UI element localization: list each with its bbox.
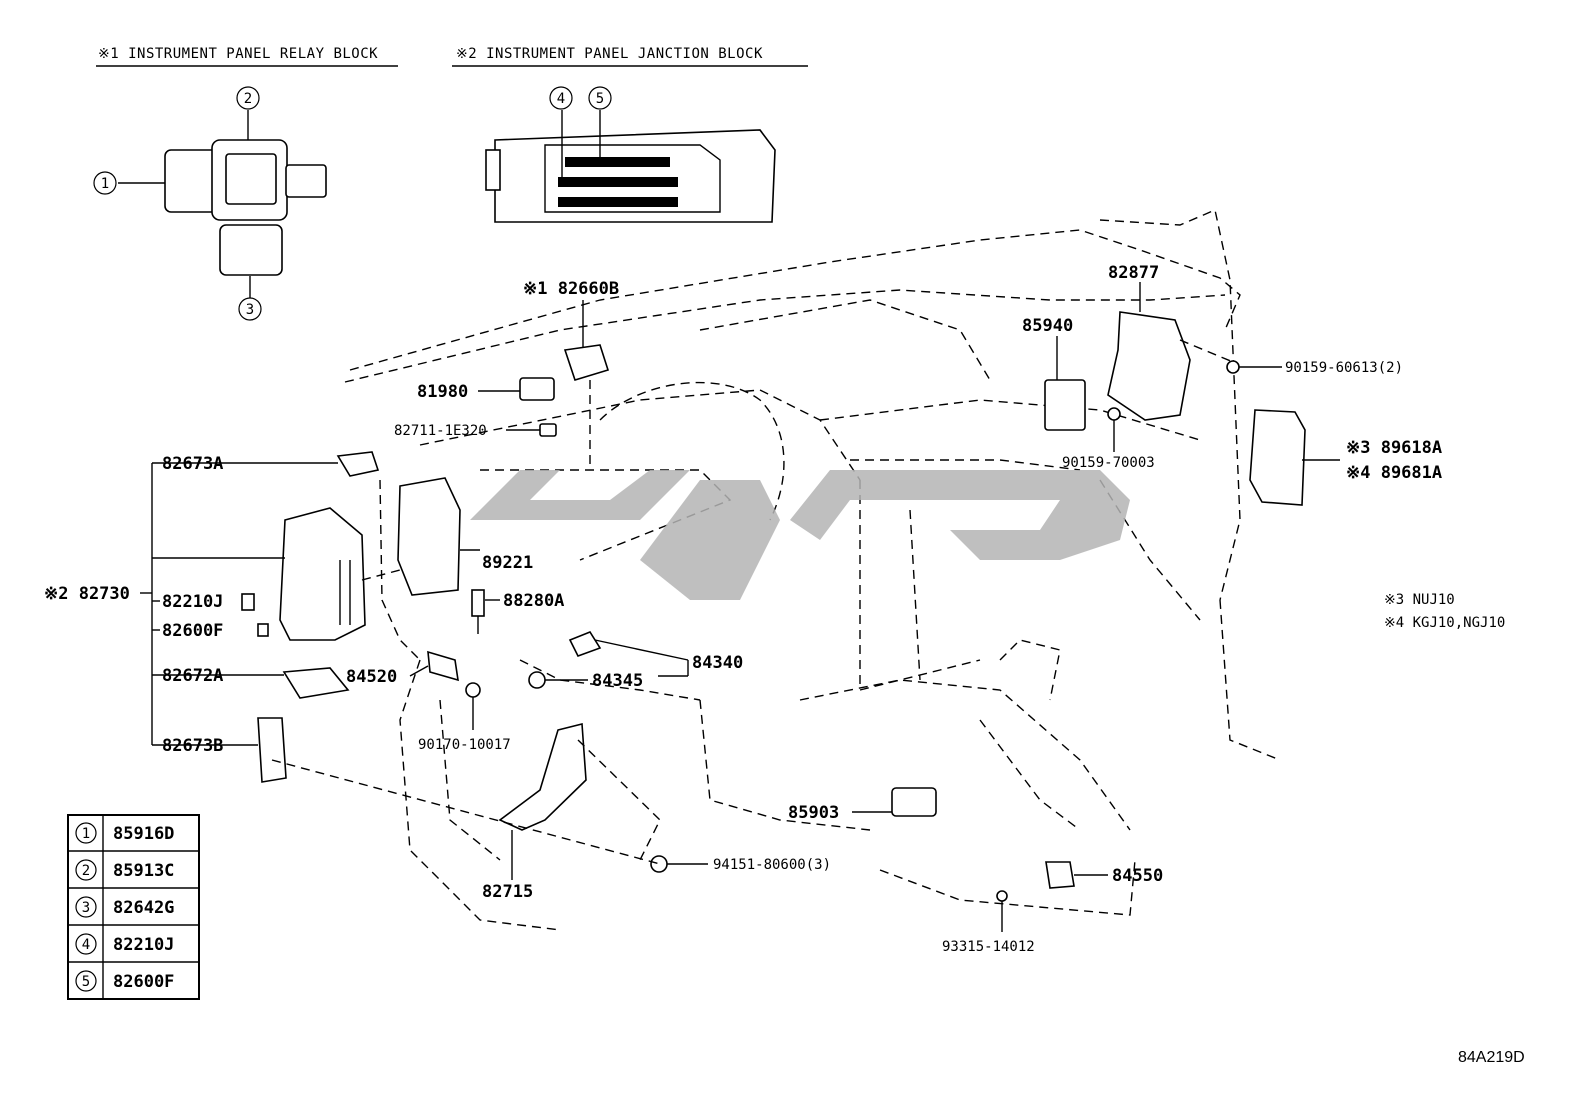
label-94151-80600: 94151-80600(3) <box>713 857 831 873</box>
legend-row-2: 2 85913C <box>75 859 174 881</box>
legend-table: 1 85916D 2 85913C 3 82642G 4 82210J 5 82… <box>67 814 200 1000</box>
fuse-rows <box>558 157 678 207</box>
label-93315-14012: 93315-14012 <box>942 939 1035 955</box>
legend-row-5: 5 82600F <box>75 970 174 992</box>
part-84550-shape <box>1045 861 1075 889</box>
dashed-connectors <box>271 339 1234 865</box>
leader-lines <box>140 282 1340 932</box>
label-82877: 82877 <box>1108 263 1159 283</box>
legend-row-3: 3 82642G <box>75 896 174 918</box>
relay-block-sketch <box>118 110 327 298</box>
legend-row-1: 1 85916D <box>75 822 174 844</box>
label-89618A: ※3 89618A <box>1346 438 1442 458</box>
legend-part-85916D: 85916D <box>113 824 174 844</box>
svg-text:5: 5 <box>82 974 90 990</box>
part-90159-70003-shape <box>1107 407 1121 421</box>
legend-part-82600F: 82600F <box>113 972 174 992</box>
note-nuj10: ※3 NUJ10 <box>1384 592 1455 608</box>
part-88280A-shape <box>471 589 485 634</box>
svg-text:3: 3 <box>246 302 254 318</box>
junction-block-sketch <box>485 110 776 223</box>
relay-block-header: ※1 INSTRUMENT PANEL RELAY BLOCK <box>98 46 378 62</box>
label-82673B: 82673B <box>162 736 223 756</box>
circle-4-top: 4 <box>549 86 573 110</box>
label-84340: 84340 <box>692 653 743 673</box>
part-81980-shape <box>519 377 555 401</box>
label-84520: 84520 <box>346 667 397 687</box>
label-89681A: ※4 89681A <box>1346 463 1442 483</box>
label-89221: 89221 <box>482 553 533 573</box>
part-90170-shape <box>465 682 481 698</box>
circle-5-top: 5 <box>588 86 612 110</box>
part-84340-shape <box>568 631 602 657</box>
part-89221-shape <box>397 477 461 596</box>
svg-text:4: 4 <box>557 91 565 107</box>
label-84550: 84550 <box>1112 866 1163 886</box>
legend-part-82642G: 82642G <box>113 898 174 918</box>
part-82730-junction-shape <box>279 507 366 641</box>
label-82673A: 82673A <box>162 454 223 474</box>
part-93315-shape <box>996 890 1008 902</box>
label-82715: 82715 <box>482 882 533 902</box>
part-82210J-shape <box>241 593 255 611</box>
watermark-logo <box>470 470 1130 600</box>
part-82660B-shape <box>563 300 610 381</box>
label-81980: 81980 <box>417 382 468 402</box>
part-85903-shape <box>891 787 937 817</box>
part-82672A-shape <box>282 667 350 699</box>
part-89618A-shape <box>1249 409 1306 506</box>
label-90159-70003: 90159-70003 <box>1062 455 1155 471</box>
label-82730: ※2 82730 <box>44 584 130 604</box>
label-82210J: 82210J <box>162 592 223 612</box>
svg-text:2: 2 <box>244 91 252 107</box>
part-82673A-shape <box>336 451 380 477</box>
part-82715-bracket-shape <box>498 722 587 831</box>
label-85903: 85903 <box>788 803 839 823</box>
part-84520-shape <box>427 650 459 682</box>
label-82600F: 82600F <box>162 621 223 641</box>
label-88280A: 88280A <box>503 591 564 611</box>
svg-text:3: 3 <box>82 900 90 916</box>
legend-part-85913C: 85913C <box>113 861 174 881</box>
part-82673B-shape <box>257 717 287 783</box>
part-82600F-shape <box>257 623 269 637</box>
legend-row-4: 4 82210J <box>75 933 174 955</box>
svg-text:4: 4 <box>82 937 90 953</box>
part-90159-60613-shape <box>1226 360 1240 374</box>
legend-part-82210J: 82210J <box>113 935 174 955</box>
circle-1-top: 1 <box>93 171 117 195</box>
svg-text:5: 5 <box>596 91 604 107</box>
label-85940: 85940 <box>1022 316 1073 336</box>
label-90170-10017: 90170-10017 <box>418 737 511 753</box>
label-90159-60613: 90159-60613(2) <box>1285 360 1403 376</box>
svg-text:1: 1 <box>82 826 90 842</box>
diagram-code: 84A219D <box>1458 1049 1525 1066</box>
circle-2-top: 2 <box>236 86 260 110</box>
part-84345-shape <box>528 671 546 689</box>
svg-text:2: 2 <box>82 863 90 879</box>
part-85940-shape <box>1044 379 1086 431</box>
label-84345: 84345 <box>592 671 643 691</box>
svg-text:1: 1 <box>101 176 109 192</box>
part-82711-shape <box>539 423 557 437</box>
circle-3-top: 3 <box>238 297 262 321</box>
label-82711-1E320: 82711-1E320 <box>394 423 487 439</box>
part-94151-shape <box>650 855 668 873</box>
junction-block-header: ※2 INSTRUMENT PANEL JANCTION BLOCK <box>456 46 763 62</box>
label-82660B: ※1 82660B <box>523 279 619 299</box>
part-82877-shape <box>1107 311 1191 421</box>
dashboard-outline <box>344 209 1281 931</box>
label-82672A: 82672A <box>162 666 223 686</box>
note-kgj10-ngj10: ※4 KGJ10,NGJ10 <box>1384 615 1505 631</box>
